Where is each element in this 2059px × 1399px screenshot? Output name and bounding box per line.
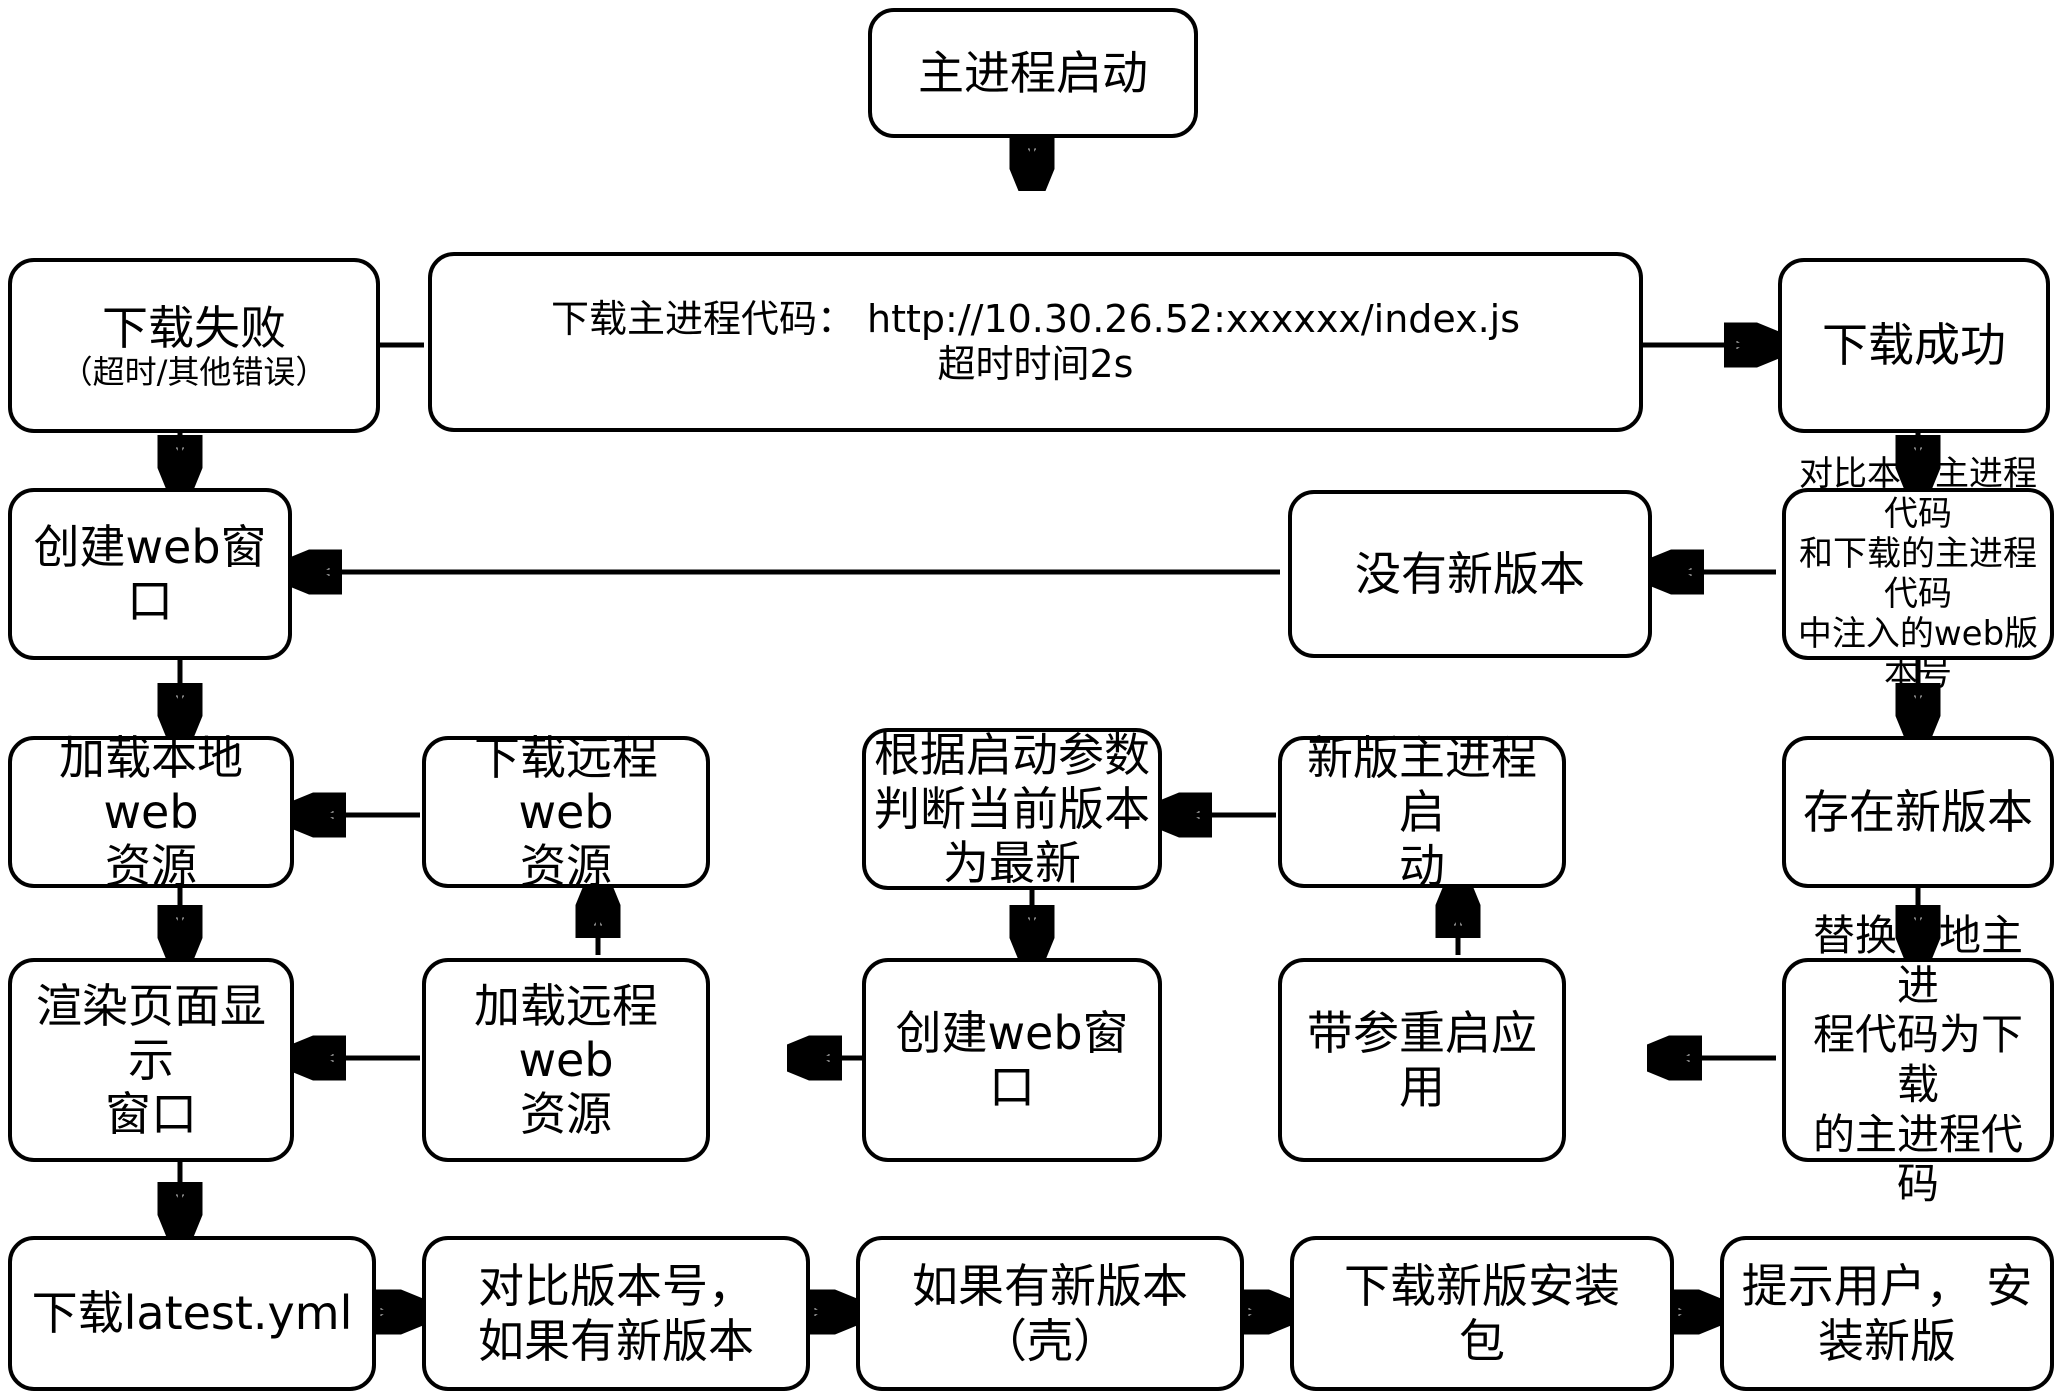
- node-load-remote-web[interactable]: 加载远程web 资源: [422, 958, 710, 1162]
- node-download-fail[interactable]: 下载失败 （超时/其他错误）: [8, 258, 380, 433]
- node-label: 提示用户， 安 装新版: [1741, 1259, 2033, 1368]
- node-label: 对比本地主进程代码 和下载的主进程代码 中注入的web版本号: [1797, 453, 2039, 695]
- node-label: 主进程启动: [918, 45, 1148, 100]
- node-render-page-window[interactable]: 渲染页面显示 窗口: [8, 958, 294, 1162]
- node-replace-local-main-code[interactable]: 替换本地主进 程代码为下载 的主进程代码: [1782, 911, 2054, 1208]
- node-label: 下载远程web 资源: [474, 730, 658, 894]
- node-compare-web-version[interactable]: 对比本地主进程代码 和下载的主进程代码 中注入的web版本号: [1782, 454, 2054, 694]
- node-label: 新版主进程启 动: [1307, 730, 1537, 894]
- node-label: 没有新版本: [1355, 546, 1585, 601]
- node-label: 根据启动参数 判断当前版本 为最新: [874, 727, 1150, 891]
- node-judge-latest-by-args[interactable]: 根据启动参数 判断当前版本 为最新: [862, 728, 1162, 890]
- node-label: 对比版本号， 如果有新版本: [478, 1259, 754, 1368]
- node-download-main-code[interactable]: 下载主进程代码： http://10.30.26.52:xxxxxx/index…: [428, 252, 1643, 432]
- node-download-remote-web[interactable]: 下载远程web 资源: [422, 731, 710, 893]
- node-no-new-version[interactable]: 没有新版本: [1288, 490, 1652, 658]
- node-label: 下载latest.yml: [31, 1286, 353, 1341]
- node-has-new-version[interactable]: 存在新版本: [1782, 736, 2054, 888]
- node-label: 下载成功: [1822, 318, 2006, 373]
- node-label: 带参重启应用: [1307, 1005, 1537, 1114]
- node-label: 创建web窗口: [895, 1005, 1129, 1114]
- node-restart-with-args[interactable]: 带参重启应用: [1278, 958, 1566, 1162]
- node-load-local-web[interactable]: 加载本地web 资源: [8, 731, 294, 893]
- node-download-success[interactable]: 下载成功: [1778, 258, 2050, 433]
- node-label-line2: （超时/其他错误）: [60, 353, 328, 392]
- node-label: 渲染页面显示 窗口: [36, 978, 266, 1142]
- node-prompt-user-install[interactable]: 提示用户， 安 装新版: [1720, 1236, 2054, 1391]
- node-label: 存在新版本: [1803, 784, 2033, 839]
- node-label-line2: 超时时间2s: [937, 342, 1134, 386]
- node-label-line1: 下载失败: [102, 300, 286, 355]
- node-main-process-start[interactable]: 主进程启动: [868, 8, 1198, 138]
- node-label: 加载本地web 资源: [59, 730, 243, 894]
- node-download-new-installer[interactable]: 下载新版安装 包: [1290, 1236, 1674, 1391]
- node-label: 下载新版安装 包: [1344, 1259, 1620, 1368]
- node-label-line1: 下载主进程代码： http://10.30.26.52:xxxxxx/index…: [550, 297, 1521, 342]
- node-label: 如果有新版本 （壳）: [912, 1259, 1188, 1368]
- node-label: 替换本地主进 程代码为下载 的主进程代码: [1812, 911, 2023, 1209]
- node-label: 创建web窗口: [33, 519, 267, 628]
- node-create-web-window-left[interactable]: 创建web窗口: [8, 488, 292, 660]
- node-if-new-version-shell[interactable]: 如果有新版本 （壳）: [856, 1236, 1244, 1391]
- node-download-latest-yml[interactable]: 下载latest.yml: [8, 1236, 376, 1391]
- node-create-web-window-mid[interactable]: 创建web窗口: [862, 958, 1162, 1162]
- node-new-main-process-start[interactable]: 新版主进程启 动: [1278, 731, 1566, 893]
- node-label: 加载远程web 资源: [474, 978, 658, 1142]
- node-compare-version-no[interactable]: 对比版本号， 如果有新版本: [422, 1236, 810, 1391]
